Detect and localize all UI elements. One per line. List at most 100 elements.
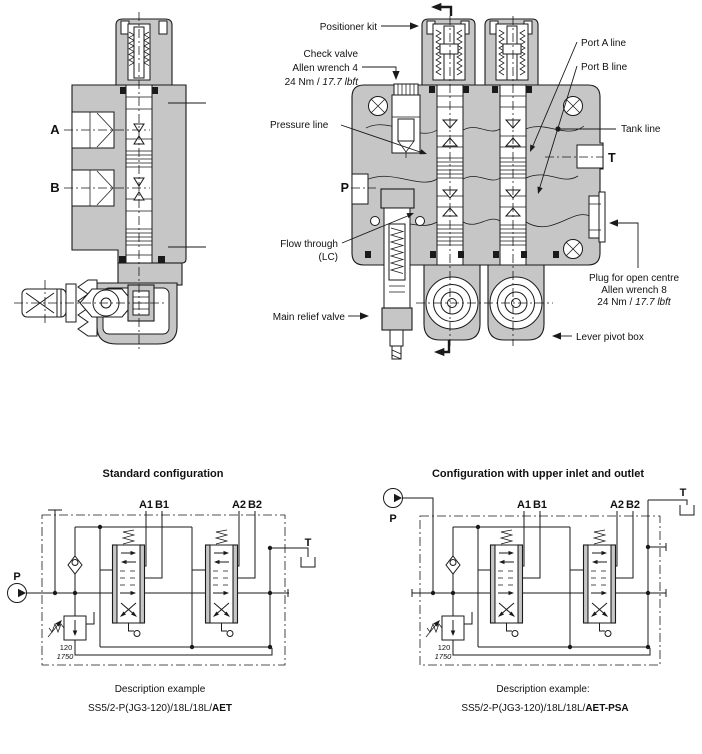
t-label: T xyxy=(305,537,312,549)
tower-rod-land xyxy=(502,43,522,55)
relief-ear xyxy=(370,216,380,226)
port-b-line-label: Port B line xyxy=(581,62,628,73)
junction-dot xyxy=(52,590,58,596)
b2-label: B2 xyxy=(248,499,262,511)
tank-line-label: Tank line xyxy=(621,124,661,135)
b1-label: B1 xyxy=(533,499,547,511)
check-valve-leader xyxy=(362,66,397,73)
relief-valve-symbol xyxy=(425,611,473,641)
seal xyxy=(521,251,527,258)
torque-imperial: 17.7 lbft xyxy=(322,77,359,88)
a2-label: A2 xyxy=(232,499,246,511)
leader-arrowhead xyxy=(552,332,561,340)
section-marks xyxy=(168,102,206,248)
flow-through-label: Flow through xyxy=(280,239,338,250)
main-relief-label: Main relief valve xyxy=(273,312,346,323)
tank-symbol xyxy=(300,556,316,568)
flow-through-leader xyxy=(341,214,411,244)
junction-dot xyxy=(267,590,273,596)
seal xyxy=(158,256,165,263)
seal xyxy=(493,251,499,258)
valve-enclosure-border xyxy=(41,514,286,666)
check-valve-seat xyxy=(392,116,420,158)
leader-arrowhead xyxy=(609,219,618,227)
torque-imperial: 17.7 lbft xyxy=(635,297,672,308)
seal xyxy=(119,256,126,263)
seal xyxy=(526,86,532,93)
section-view-side: A B xyxy=(14,12,206,352)
caption-code: SS5/2-P(JG3-120)/18L/18L/AET xyxy=(88,703,232,714)
relief-setting-bar: 120 xyxy=(438,643,451,652)
circuit-lines xyxy=(402,497,688,656)
schematic-title: Configuration with upper inlet and outle… xyxy=(432,468,644,480)
junction-dot xyxy=(267,644,273,650)
caption-code: SS5/2-P(JG3-120)/18L/18L/AET-PSA xyxy=(461,703,628,714)
p-port-boss xyxy=(351,173,369,205)
junction-dot xyxy=(267,545,273,551)
screw-cross xyxy=(371,99,385,113)
relief-setting-psi: 1750 xyxy=(57,652,75,661)
plug-flange xyxy=(598,191,606,243)
relief-seat xyxy=(389,285,405,293)
port-a-label: A xyxy=(50,122,60,137)
cap-post xyxy=(158,20,168,35)
screw-cross xyxy=(566,99,580,113)
seal xyxy=(492,86,498,93)
body-lower-neck xyxy=(117,262,183,286)
junction-dot xyxy=(72,590,78,596)
junction-dot xyxy=(645,644,651,650)
a1-label: A1 xyxy=(517,499,531,511)
tower-springs xyxy=(498,29,526,76)
code-normal: SS5/2-P(JG3-120)/18L/18L/ xyxy=(461,703,585,714)
port-b-label: B xyxy=(50,180,59,195)
plug-knurl xyxy=(397,84,415,95)
caption-heading: Description example xyxy=(115,684,206,695)
spool-valve-symbol-2 xyxy=(582,529,617,638)
plug-tool-label: Allen wrench 8 xyxy=(601,285,667,296)
junction-dot xyxy=(567,644,573,650)
schematic-title: Standard configuration xyxy=(103,468,224,480)
plug-leader xyxy=(614,222,639,268)
cap-springs xyxy=(128,31,150,66)
schematic-upper-inlet-outlet: Configuration with upper inlet and outle… xyxy=(383,468,695,714)
spool-valve-symbol-1 xyxy=(111,529,146,638)
b2-label: B2 xyxy=(626,499,640,511)
t-port-boss xyxy=(576,144,604,169)
torque-metric: 24 Nm / xyxy=(285,77,323,88)
seal xyxy=(463,86,469,93)
relief-tip xyxy=(391,345,402,360)
junction-dot xyxy=(430,590,436,596)
tower-springs xyxy=(435,29,463,76)
seal xyxy=(365,251,371,258)
p-label: P xyxy=(389,513,396,525)
check-valve-symbol xyxy=(67,555,83,575)
flow-out-arrowhead xyxy=(434,347,445,357)
relief-setting-bar: 120 xyxy=(60,643,73,652)
positioner-kit-label: Positioner kit xyxy=(320,22,377,33)
pressure-line-label: Pressure line xyxy=(270,120,329,131)
seal xyxy=(120,87,126,94)
flow-in-arrowhead xyxy=(431,2,442,12)
junction-dot xyxy=(645,544,651,550)
relief-ear xyxy=(415,216,425,226)
b1-label: B1 xyxy=(155,499,169,511)
valve-enclosure-border xyxy=(419,515,661,666)
plug-lines xyxy=(589,203,601,231)
seal xyxy=(553,251,559,258)
plug-label: Plug for open centre xyxy=(589,273,679,284)
pump-symbol xyxy=(7,583,27,603)
spool-valve-symbol-1 xyxy=(489,529,524,638)
tower-rod-land xyxy=(439,43,459,55)
relief-valve-symbol xyxy=(47,611,95,641)
screw-cross xyxy=(566,242,580,256)
lever-pivot-box-label: Lever pivot box xyxy=(576,332,644,343)
seal xyxy=(152,87,158,94)
seal xyxy=(429,86,435,93)
centerlines xyxy=(351,16,603,346)
junction-dot xyxy=(475,524,481,530)
check-valve-poppet xyxy=(397,118,415,142)
check-valve-tool-label: Allen wrench 4 xyxy=(292,63,358,74)
relief-tip-hatch xyxy=(391,349,402,360)
leader-arrowhead xyxy=(410,22,419,30)
